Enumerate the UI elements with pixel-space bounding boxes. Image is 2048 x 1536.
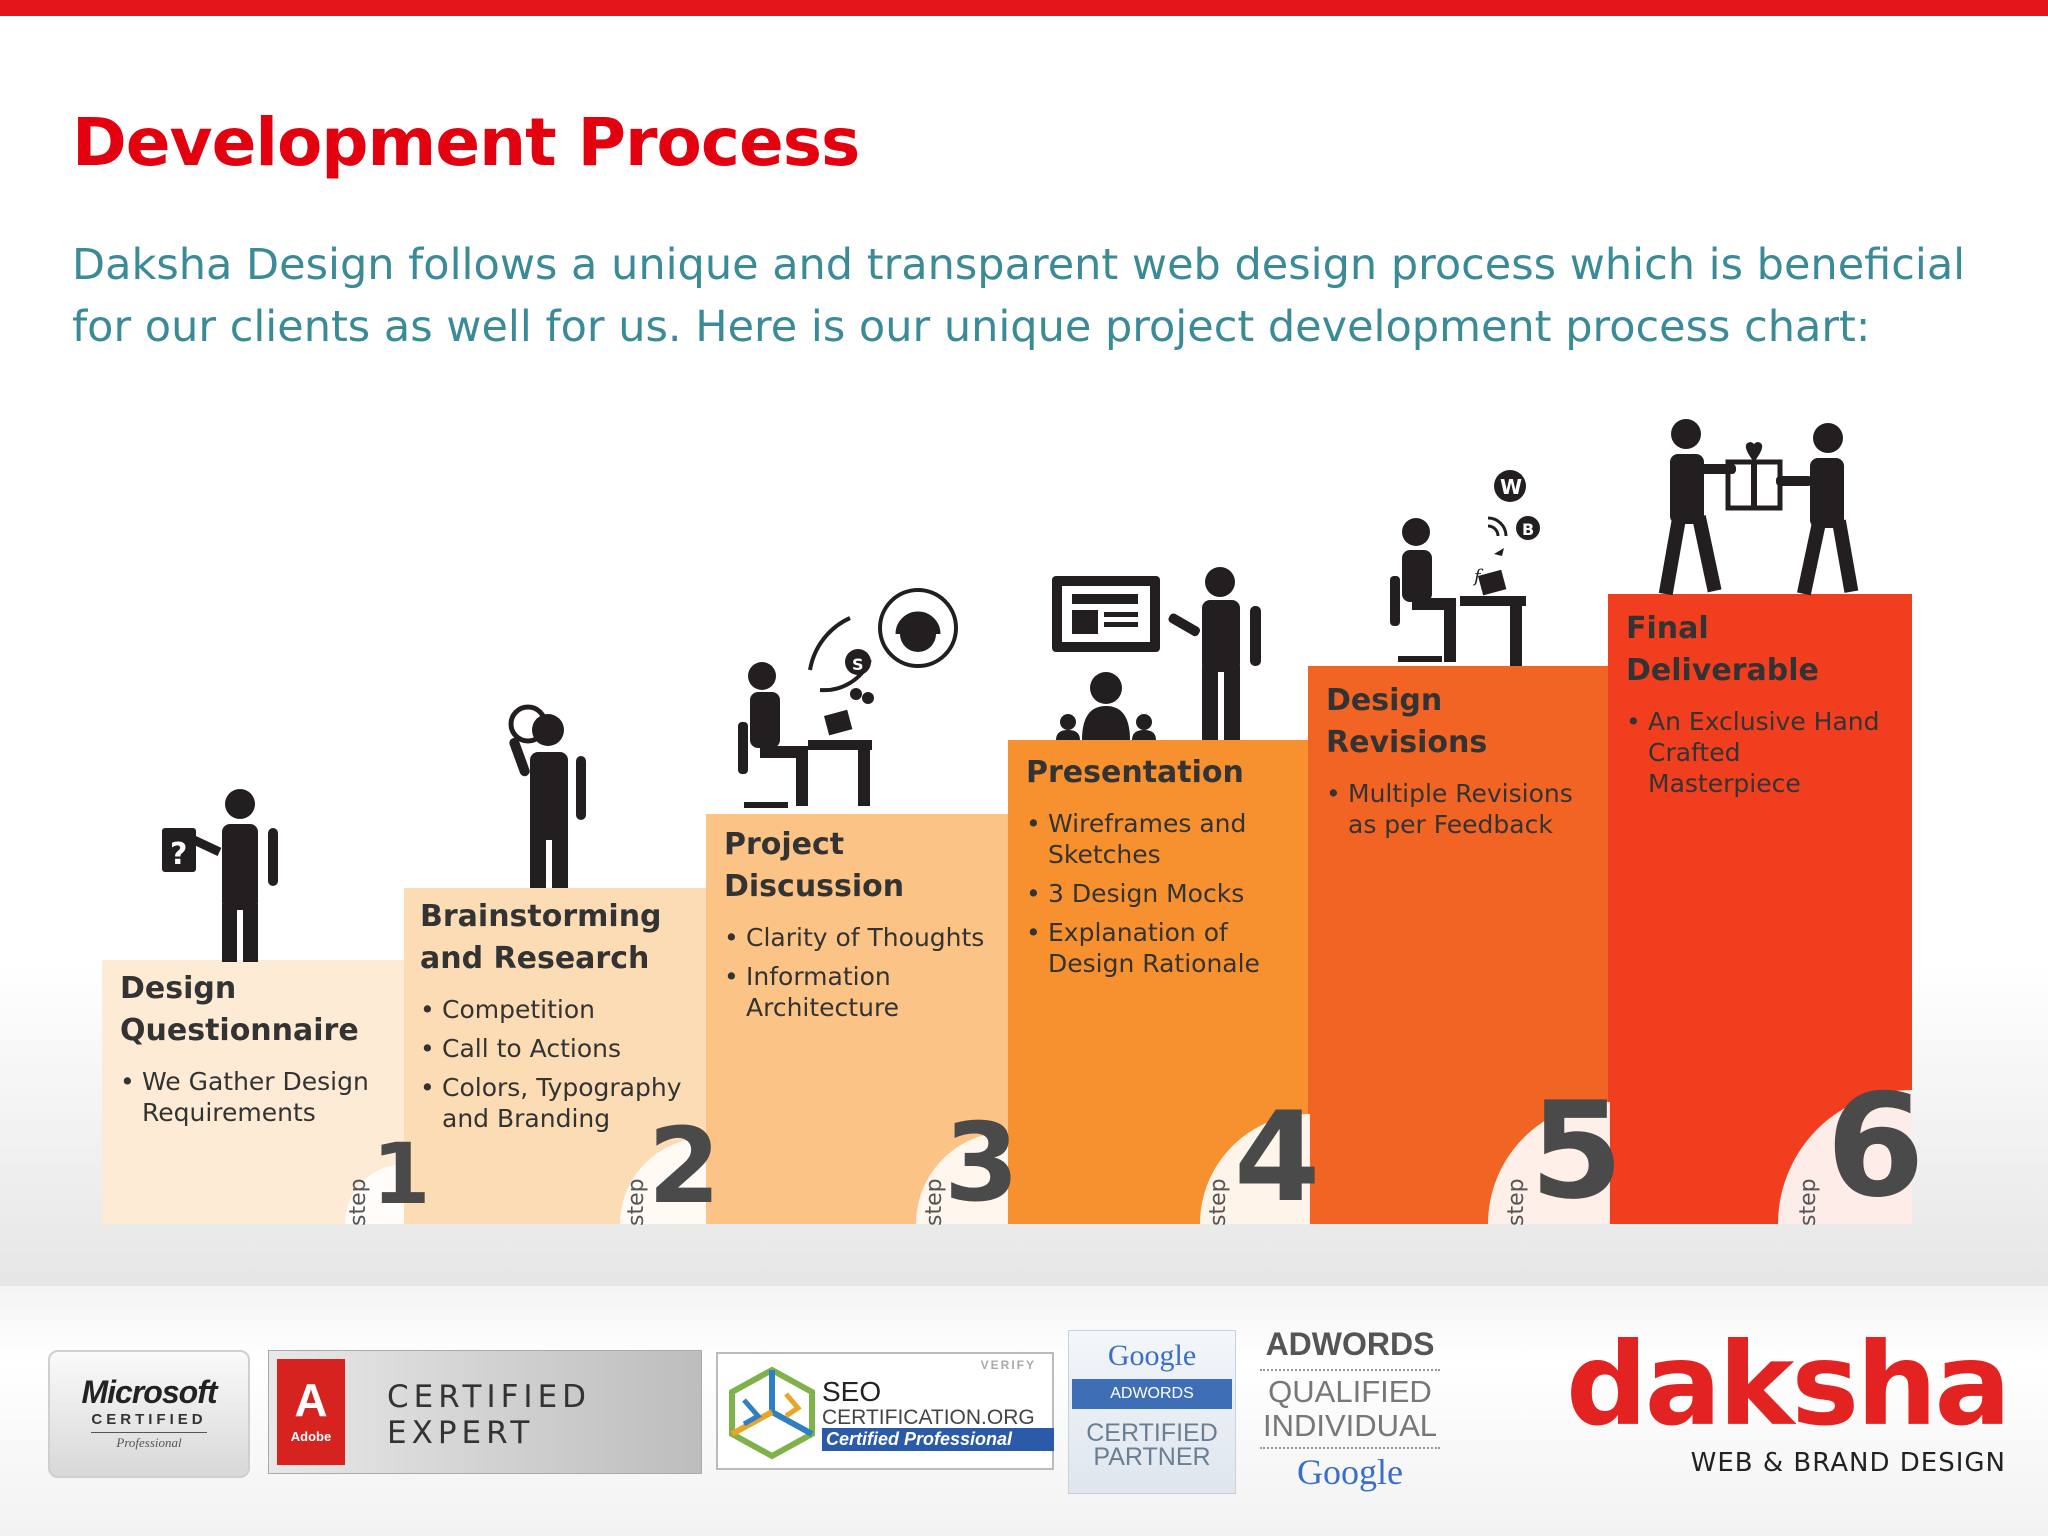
step-5-bullet: Multiple Revisions as per Feedback bbox=[1326, 778, 1606, 840]
step-1-bullet: We Gather Design Requirements bbox=[120, 1066, 390, 1128]
svg-text:B: B bbox=[1522, 520, 1534, 539]
svg-text:W: W bbox=[1500, 475, 1522, 499]
step-2-text: Brainstorming and Research Competition C… bbox=[420, 896, 700, 1142]
step-1-bullets: We Gather Design Requirements bbox=[120, 1066, 390, 1128]
step-1-text: Design Questionnaire We Gather Design Re… bbox=[120, 968, 390, 1136]
person-question-icon: ? bbox=[162, 789, 278, 962]
seo-title-text: SEO bbox=[822, 1376, 882, 1407]
google-adwords-partner-badge: Google ADWORDS CERTIFIED PARTNER bbox=[1068, 1330, 1236, 1494]
adwords-qualified-brand: Google bbox=[1297, 1452, 1403, 1492]
seo-certification-badge: VERIFY SEO CERTIFICATION.ORG Certified P… bbox=[716, 1352, 1054, 1470]
partner-partner-text: PARTNER bbox=[1093, 1443, 1211, 1471]
step-4-bullet: 3 Design Mocks bbox=[1026, 878, 1302, 909]
adwords-qualified-individual-badge: ADWORDS QUALIFIED INDIVIDUAL Google bbox=[1260, 1326, 1440, 1498]
top-accent-bar bbox=[0, 0, 2048, 16]
person-presenting-screen-icon bbox=[1052, 567, 1261, 740]
seo-verify-text: VERIFY bbox=[980, 1358, 1036, 1372]
step-5-number: 5 bbox=[1530, 1073, 1624, 1229]
person-desk-social-icon: W B f bbox=[1390, 470, 1540, 666]
step-5-label: step bbox=[1504, 1178, 1529, 1226]
step-6-title: Final Deliverable bbox=[1626, 611, 1819, 688]
adobe-expert-text: EXPERT bbox=[387, 1415, 535, 1451]
adwords-banner: ADWORDS bbox=[1072, 1379, 1232, 1409]
step-3-corner bbox=[916, 1132, 1008, 1224]
step-5-title: Design Revisions bbox=[1326, 683, 1488, 760]
process-staircase-diagram: ? bbox=[0, 400, 2048, 1230]
step-2-number: 2 bbox=[648, 1105, 721, 1227]
step-6-number: 6 bbox=[1826, 1064, 1925, 1229]
google-wordmark-2: Google bbox=[1260, 1451, 1440, 1493]
adobe-certified-text: CERTIFIED bbox=[387, 1379, 592, 1415]
qualified-individual-text: QUALIFIED INDIVIDUAL bbox=[1260, 1375, 1440, 1449]
step-3-number: 3 bbox=[944, 1101, 1020, 1226]
adobe-logo-word: Adobe bbox=[290, 1429, 332, 1444]
step-5-text: Design Revisions Multiple Revisions as p… bbox=[1326, 680, 1606, 848]
microsoft-certified-badge: Microsoft CERTIFIED Professional bbox=[48, 1350, 250, 1478]
step-6-bullet: An Exclusive Hand Crafted Masterpiece bbox=[1626, 706, 1896, 799]
step-4-title: Presentation bbox=[1026, 755, 1244, 790]
step-4-text: Presentation Wireframes and Sketches 3 D… bbox=[1026, 752, 1302, 987]
microsoft-professional-text: Professional bbox=[116, 1435, 182, 1450]
step-3-title: Project Discussion bbox=[724, 827, 905, 904]
step-1-title: Design Questionnaire bbox=[120, 971, 359, 1048]
individual-text: INDIVIDUAL bbox=[1263, 1408, 1437, 1443]
qualified-text: QUALIFIED bbox=[1268, 1374, 1432, 1409]
seo-certified-professional-text: Certified Professional bbox=[822, 1428, 1054, 1451]
step-3-bullet: Clarity of Thoughts bbox=[724, 922, 1004, 953]
google-partner-brand: Google bbox=[1107, 1339, 1197, 1372]
step-2-bullet: Competition bbox=[420, 994, 700, 1025]
step-3-bullets: Clarity of Thoughts Information Architec… bbox=[724, 922, 1004, 1023]
daksha-wordmark: daksha bbox=[1566, 1318, 2011, 1451]
intro-paragraph: Daksha Design follows a unique and trans… bbox=[72, 240, 1966, 352]
step-1-label: step bbox=[346, 1178, 371, 1226]
step-4-corner bbox=[1200, 1114, 1310, 1224]
step-2-bullets: Competition Call to Actions Colors, Typo… bbox=[420, 994, 700, 1134]
microsoft-certified-text: CERTIFIED bbox=[91, 1411, 207, 1433]
step-6-text: Final Deliverable An Exclusive Hand Craf… bbox=[1626, 608, 1896, 807]
step-2-bullet: Colors, Typography and Branding bbox=[420, 1072, 700, 1134]
step-4-bullet: Wireframes and Sketches bbox=[1026, 808, 1302, 870]
person-magnifier-icon bbox=[508, 704, 586, 888]
adobe-certified-expert-badge: A Adobe CERTIFIED EXPERT bbox=[268, 1350, 702, 1474]
google-wordmark: Google bbox=[1069, 1339, 1235, 1373]
step-2-title: Brainstorming and Research bbox=[420, 899, 662, 976]
adwords-heading: ADWORDS bbox=[1260, 1326, 1440, 1371]
microsoft-wordmark: Microsoft bbox=[81, 1374, 218, 1410]
svg-text:?: ? bbox=[170, 837, 187, 872]
step-6-corner bbox=[1778, 1090, 1912, 1224]
step-3-bullet: Information Architecture bbox=[724, 961, 1004, 1023]
seo-cube-logo-icon bbox=[729, 1366, 815, 1460]
step-4-number: 4 bbox=[1234, 1086, 1321, 1230]
step-5-corner bbox=[1488, 1102, 1610, 1224]
person-desk-support-icon: S bbox=[738, 588, 958, 808]
daksha-logo: daksha WEB & BRAND DESIGN bbox=[1566, 1318, 2011, 1480]
step-1-corner bbox=[345, 1164, 404, 1224]
daksha-tagline: WEB & BRAND DESIGN bbox=[1690, 1448, 2006, 1478]
step-2-corner bbox=[620, 1138, 706, 1224]
people-gift-handover-icon bbox=[1658, 419, 1859, 596]
adobe-badge-text: CERTIFIED EXPERT bbox=[387, 1379, 591, 1451]
step-2-bullet: Call to Actions bbox=[420, 1033, 700, 1064]
step-2-label: step bbox=[624, 1178, 649, 1226]
svg-text:S: S bbox=[852, 655, 864, 674]
step-6-label: step bbox=[1796, 1178, 1821, 1226]
step-4-bullet: Explanation of Design Rationale bbox=[1026, 917, 1302, 979]
page-title: Development Process bbox=[72, 104, 860, 181]
step-3-text: Project Discussion Clarity of Thoughts I… bbox=[724, 824, 1004, 1031]
step-6-bullets: An Exclusive Hand Crafted Masterpiece bbox=[1626, 706, 1896, 799]
step-4-label: step bbox=[1206, 1178, 1231, 1226]
partner-certified-text: CERTIFIED bbox=[1086, 1419, 1218, 1447]
step-5-bullets: Multiple Revisions as per Feedback bbox=[1326, 778, 1606, 840]
adobe-logo-letter: A bbox=[294, 1374, 328, 1426]
step-1-number: 1 bbox=[372, 1125, 431, 1223]
adobe-logo-icon: A Adobe bbox=[277, 1359, 345, 1465]
step-4-bullets: Wireframes and Sketches 3 Design Mocks E… bbox=[1026, 808, 1302, 979]
seo-org-text: CERTIFICATION.ORG bbox=[822, 1406, 1035, 1429]
certified-partner-text: CERTIFIED PARTNER bbox=[1069, 1419, 1235, 1471]
